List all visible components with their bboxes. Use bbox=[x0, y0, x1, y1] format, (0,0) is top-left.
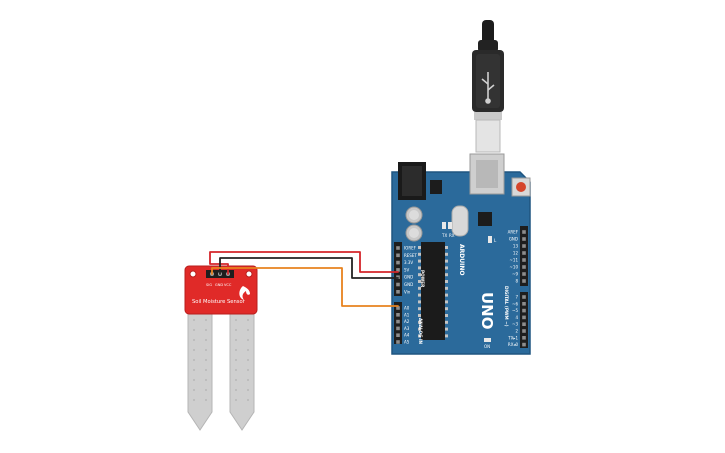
on-led bbox=[484, 338, 491, 342]
sensor-pin-sig: SIG bbox=[206, 283, 212, 287]
power-label: POWER bbox=[420, 270, 425, 288]
power-header-pin-label: Vin bbox=[404, 289, 411, 294]
sensor-title: Soil Moisture Sensor bbox=[192, 299, 246, 305]
soil-moisture-sensor[interactable]: SIG GND VCC Soil Moisture Sensor bbox=[184, 265, 258, 431]
power-header-pin-label: 3.3V bbox=[404, 260, 413, 265]
power-header-pin-label: GND bbox=[404, 282, 413, 287]
digital-header-pin-label: 4 bbox=[515, 315, 518, 320]
on-led-label: ON bbox=[484, 344, 490, 349]
analog-header-pin[interactable] bbox=[396, 319, 400, 324]
digital-header-pin-label: AREF bbox=[508, 230, 519, 235]
sensor-pin-gnd: GND bbox=[215, 283, 223, 287]
l-led bbox=[488, 236, 492, 243]
digital-header-pin[interactable] bbox=[522, 322, 526, 326]
power-header-pin-label: GND bbox=[404, 275, 413, 280]
digital-header-pin-label: 7 bbox=[515, 295, 518, 300]
analog-header-pin-label: A4 bbox=[404, 333, 410, 338]
digital-header-top[interactable]: AREF GND 13 12 ~11 ~10 ~9 8 bbox=[508, 226, 528, 286]
digital-header-pin-label: GND bbox=[509, 237, 518, 242]
digital-header-pin[interactable] bbox=[522, 315, 526, 320]
digital-header-pin[interactable] bbox=[522, 251, 526, 255]
digital-header-pin[interactable] bbox=[522, 295, 526, 299]
digital-header-pin[interactable] bbox=[522, 230, 526, 234]
digital-header-pin-label: RX◂0 bbox=[508, 342, 519, 347]
digital-header-pin[interactable] bbox=[522, 336, 526, 340]
analog-header-pin[interactable] bbox=[396, 306, 400, 310]
sensor-pcb bbox=[184, 265, 258, 315]
power-header-pin-label: IOREF bbox=[404, 246, 417, 251]
voltage-regulator bbox=[430, 180, 442, 194]
analog-header-pin-label: A2 bbox=[404, 319, 410, 324]
wires bbox=[209, 251, 399, 307]
atmega328-chip bbox=[418, 242, 448, 340]
digital-header-pin[interactable] bbox=[522, 302, 526, 306]
crystal-oscillator bbox=[451, 205, 469, 237]
sensor-probe-left bbox=[187, 311, 213, 431]
digital-header-pin[interactable] bbox=[522, 342, 526, 347]
digital-header-pin-label: 13 bbox=[513, 244, 519, 249]
gnd-wire[interactable] bbox=[219, 257, 399, 279]
digital-header-pin[interactable] bbox=[522, 329, 526, 333]
signal-wire[interactable] bbox=[211, 267, 399, 307]
analog-header-pin[interactable] bbox=[396, 333, 400, 337]
usb-cable[interactable] bbox=[472, 20, 504, 153]
digital-header-pin-label: ~10 bbox=[510, 265, 519, 270]
sensor-probe-right bbox=[229, 311, 255, 431]
power-header-pin[interactable] bbox=[396, 282, 400, 287]
digital-header-pin[interactable] bbox=[522, 279, 526, 283]
digital-pwm-label: DIGITAL (PWM ~) bbox=[504, 286, 509, 327]
usb-icon bbox=[481, 72, 495, 104]
digital-header-pin-label: ~3 bbox=[512, 322, 518, 327]
sensor-pin-vcc: VCC bbox=[224, 283, 232, 287]
digital-header-pin[interactable] bbox=[522, 272, 526, 276]
digital-header-pin-label: 2 bbox=[515, 329, 518, 334]
analog-header-pin-label: A5 bbox=[404, 340, 410, 345]
analog-header-pin-label: A0 bbox=[404, 306, 410, 311]
power-header-pin[interactable] bbox=[396, 260, 400, 265]
digital-header-pin-label: 12 bbox=[513, 251, 519, 256]
digital-header-pin-label: ~6 bbox=[512, 301, 518, 306]
digital-header-pin-label: TX▸1 bbox=[507, 335, 518, 340]
arduino-model: UNO bbox=[478, 292, 496, 330]
digital-header-pin-label: ~11 bbox=[510, 258, 519, 263]
power-header-pin-label: 5V bbox=[404, 267, 410, 272]
power-header-pin[interactable] bbox=[396, 290, 400, 294]
power-header-pin-label: RESET bbox=[404, 253, 417, 258]
digital-header-pin[interactable] bbox=[522, 308, 526, 313]
digital-header-pin-label: 8 bbox=[515, 279, 518, 284]
analog-header-pin[interactable] bbox=[396, 326, 400, 331]
digital-header-pin-label: ~9 bbox=[512, 272, 518, 277]
usb-chip bbox=[478, 212, 492, 226]
digital-header-pin[interactable] bbox=[522, 265, 526, 269]
power-header-pin[interactable] bbox=[396, 268, 400, 272]
digital-header-pin[interactable] bbox=[522, 244, 526, 248]
arduino-uno-board[interactable]: TX RX L ON ARDUINO UNO POWER ANALOG IN D… bbox=[391, 153, 531, 355]
analog-header-pin-label: A1 bbox=[404, 312, 410, 317]
arduino-brand: ARDUINO bbox=[458, 244, 465, 275]
tx-led-label: TX bbox=[441, 233, 447, 238]
rx-led-label: RX bbox=[449, 233, 455, 238]
digital-header-pin[interactable] bbox=[522, 258, 526, 262]
l-led-label: L bbox=[494, 238, 497, 243]
reset-button[interactable] bbox=[511, 177, 531, 197]
tx-led bbox=[442, 222, 446, 229]
analog-header-pin[interactable] bbox=[396, 340, 400, 344]
analog-header-pin[interactable] bbox=[396, 313, 400, 317]
analog-in-label: ANALOG IN bbox=[418, 318, 423, 345]
vcc-wire[interactable] bbox=[209, 251, 399, 275]
sparkfun-flame-icon bbox=[239, 286, 250, 300]
power-header-pin[interactable] bbox=[396, 246, 400, 250]
digital-header-pin[interactable] bbox=[522, 237, 526, 241]
analog-header-pin-label: A3 bbox=[404, 326, 410, 331]
rx-led bbox=[448, 222, 452, 229]
digital-header-pin-label: ~5 bbox=[512, 308, 518, 313]
digital-header-bottom[interactable]: 7~6 ~5 4 ~3 2TX▸1RX◂0 bbox=[507, 292, 528, 348]
power-header-pin[interactable] bbox=[396, 253, 400, 258]
